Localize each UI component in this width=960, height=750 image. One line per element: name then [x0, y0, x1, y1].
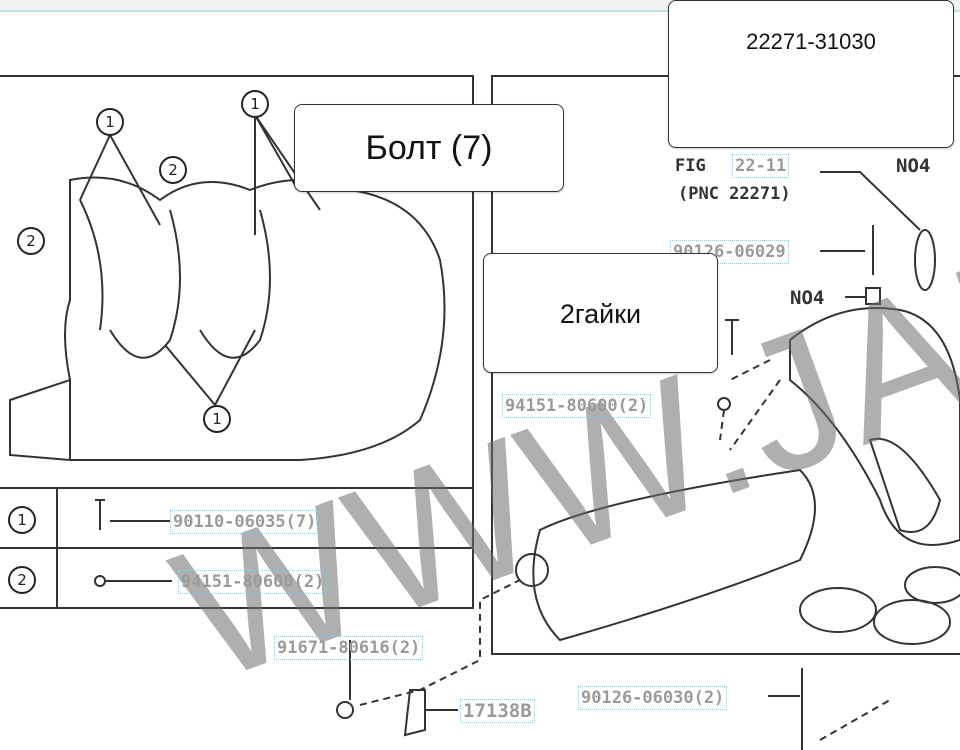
left-panel-frame — [0, 75, 474, 609]
fig-ref-link[interactable]: 22-11 — [732, 154, 790, 178]
part-17138b[interactable]: 17138B — [460, 699, 535, 723]
legend-part-2[interactable]: 94151-80600(2) — [178, 570, 328, 594]
legend-marker-2: 2 — [8, 566, 36, 594]
no4-label: NO4 — [790, 287, 825, 309]
callout-nuts: 2гайки — [483, 253, 718, 373]
marker-1: 1 — [203, 405, 231, 433]
manifold-drawing — [64, 176, 446, 461]
part-91671-80616[interactable]: 91671-80616(2) — [274, 636, 424, 660]
marker-1: 1 — [241, 90, 269, 118]
marker-1: 1 — [96, 108, 124, 136]
callout-bolt: Болт (7) — [294, 104, 564, 192]
bolt-drawing — [95, 499, 105, 530]
throttle-body-drawing — [532, 468, 816, 642]
part-94151-80600[interactable]: 94151-80600(2) — [502, 394, 652, 418]
marker-2: 2 — [17, 227, 45, 255]
fig-label: FIG — [675, 156, 706, 176]
no4-label: NO4 — [896, 155, 931, 177]
marker-2: 2 — [159, 156, 187, 184]
legend-part-1[interactable]: 90110-06035(7) — [170, 510, 320, 534]
callout-part-number: 22271-31030 — [668, 0, 954, 148]
part-90126-06030[interactable]: 90126-06030(2) — [578, 686, 728, 710]
pnc-label: (PNC 22271) — [678, 184, 791, 204]
legend-marker-1: 1 — [8, 506, 36, 534]
